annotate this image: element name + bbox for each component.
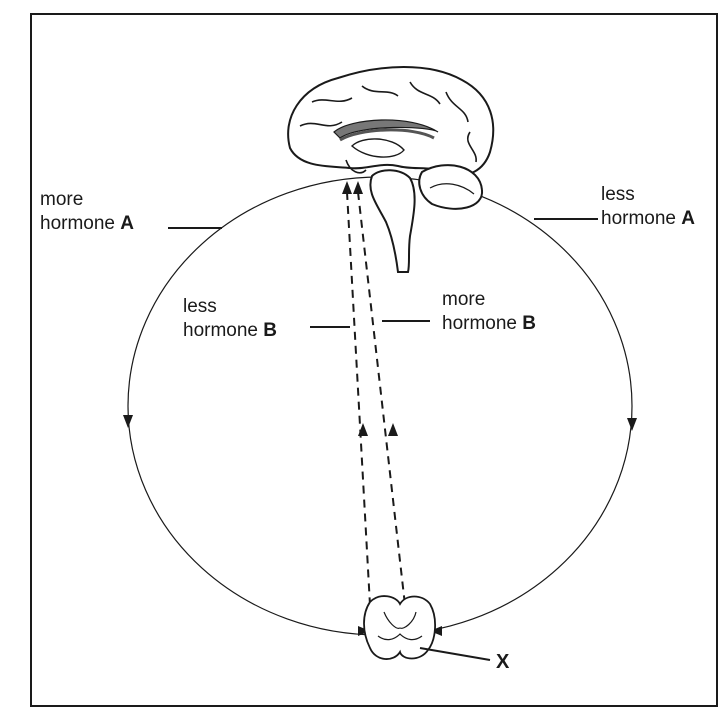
hormone-b-letter-left: B: [263, 320, 277, 341]
label-less-hormone-a: less hormone A: [601, 183, 695, 231]
arrow-up-right-mid: [388, 423, 398, 436]
feedback-loop: [128, 177, 632, 635]
loop-arrow-left: [123, 415, 133, 428]
label-less-hormone-a-line1: less: [601, 183, 695, 207]
label-less-hormone-b: less hormone B: [183, 295, 277, 343]
label-more-hormone-b-line2: hormone: [442, 313, 517, 334]
label-more-hormone-a-line1: more: [40, 188, 134, 212]
label-more-hormone-b: more hormone B: [442, 288, 536, 336]
label-less-hormone-b-line2: hormone: [183, 320, 258, 341]
loop-arrow-right: [627, 418, 637, 431]
label-less-hormone-a-line2: hormone: [601, 208, 676, 229]
label-more-hormone-a: more hormone A: [40, 188, 134, 236]
arrow-up-left-mid: [358, 423, 368, 436]
less-b-pathway: [347, 192, 370, 605]
label-less-hormone-b-line1: less: [183, 295, 277, 319]
hormone-a-letter-left: A: [120, 213, 134, 234]
arrow-up-left-top: [342, 181, 352, 194]
arrow-up-right-top: [353, 181, 363, 194]
label-gland-x: X: [496, 650, 509, 674]
label-more-hormone-b-line1: more: [442, 288, 536, 312]
leader-gland-x: [420, 648, 490, 660]
hormone-a-letter-right: A: [681, 208, 695, 229]
brain-illustration: [288, 67, 493, 272]
hormone-b-letter-right: B: [522, 313, 536, 334]
label-more-hormone-a-line2: hormone: [40, 213, 115, 234]
